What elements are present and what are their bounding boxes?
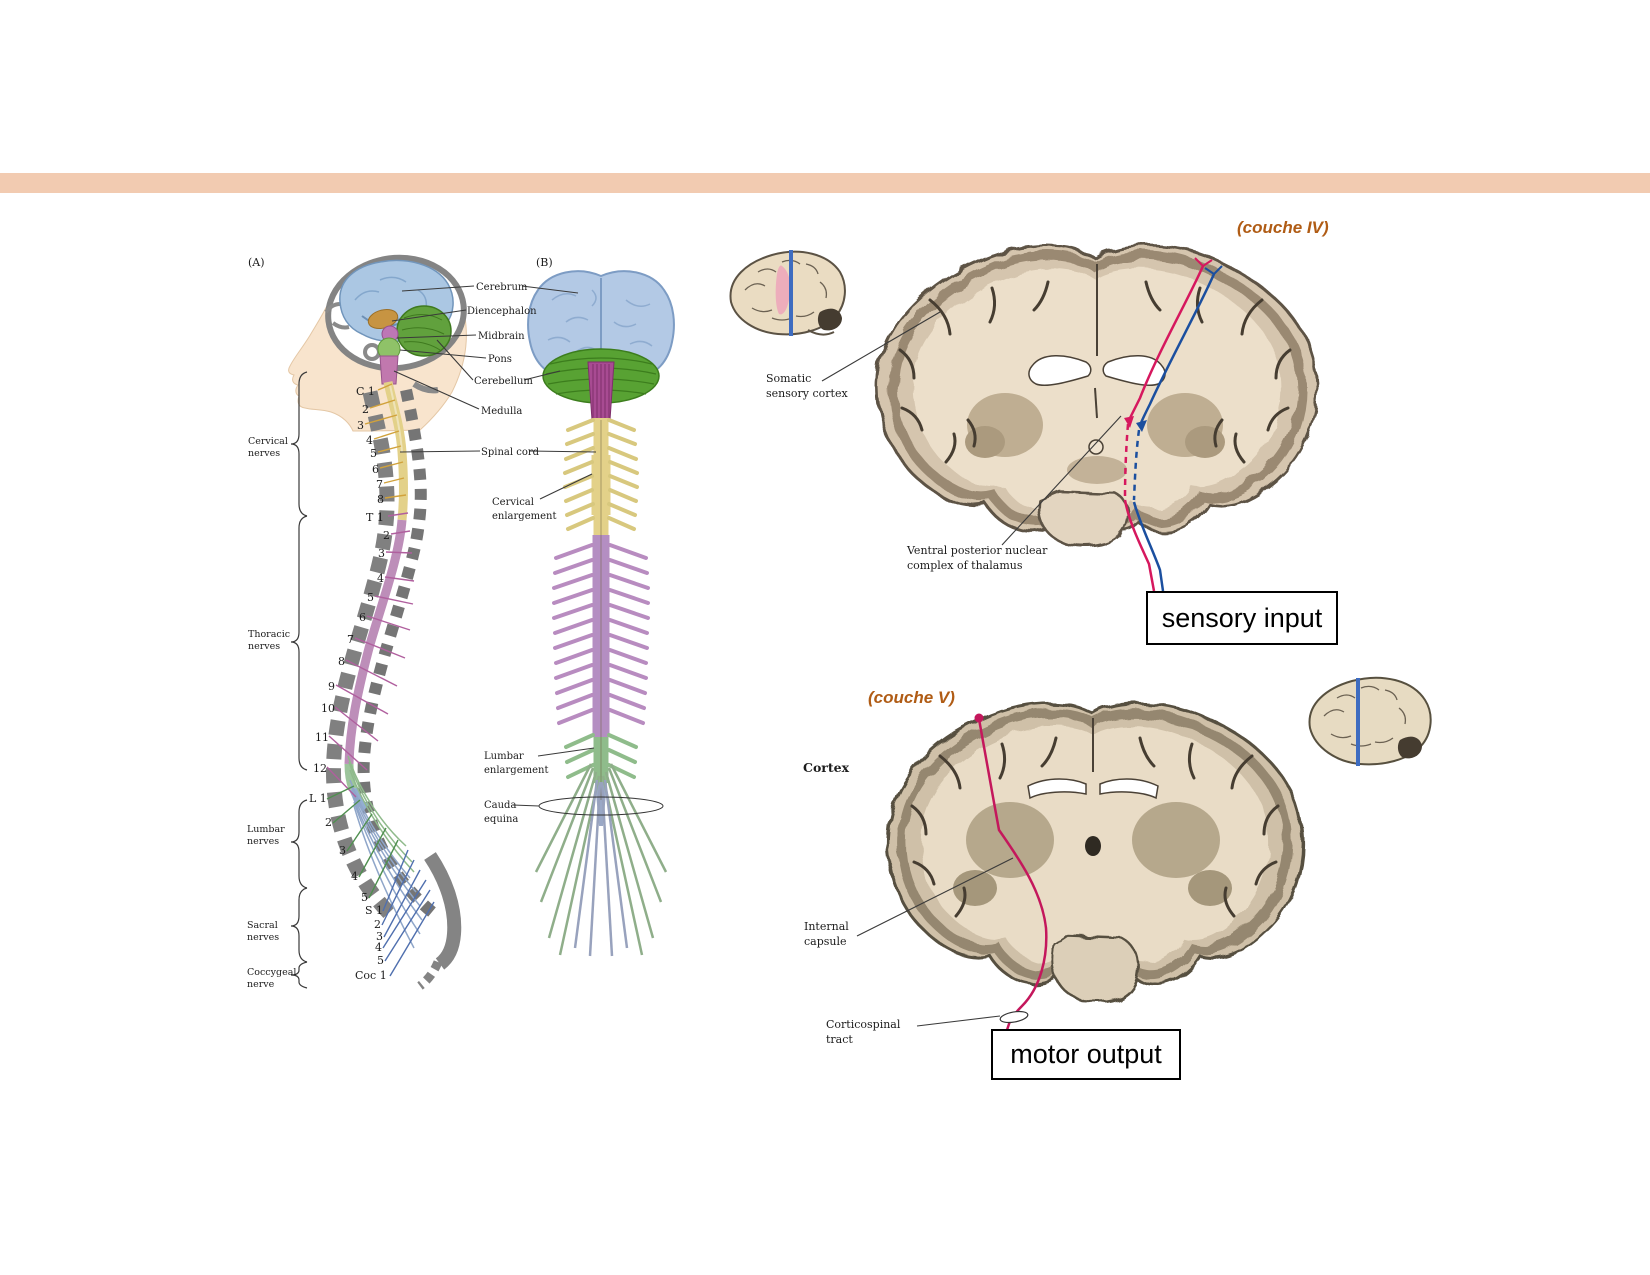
sensory-input-label: sensory input bbox=[1161, 602, 1323, 633]
cauda-fan-a bbox=[349, 779, 423, 949]
nerve-number-label: 11 bbox=[315, 731, 329, 744]
anatomy-label: Midbrain bbox=[478, 331, 525, 342]
anatomy-label: Lumbar enlargement bbox=[484, 751, 549, 776]
brain-inset-sensory bbox=[729, 250, 846, 336]
nerve-number-label: 2 bbox=[383, 529, 390, 542]
nerve-group-label: Sacral nerves bbox=[247, 920, 280, 944]
nerve-number-label: 9 bbox=[328, 680, 335, 693]
sensory-fiber-red bbox=[1123, 257, 1213, 592]
nerve-number-label: 7 bbox=[376, 478, 383, 491]
nerve-group-label: Lumbar nerves bbox=[247, 824, 285, 848]
layer-v-label: (couche V) bbox=[868, 688, 955, 707]
sensory-coronal-section bbox=[876, 244, 1319, 592]
nerve-number-label: Coc 1 bbox=[355, 969, 387, 982]
nerve-number-label: T 1 bbox=[366, 511, 384, 524]
nerve-group-label: Coccygeal nerve bbox=[247, 967, 297, 991]
cortex-label: Cortex bbox=[803, 760, 850, 775]
corticospinal-fiber bbox=[974, 713, 1048, 1031]
internal-capsule-label: Internal capsule bbox=[804, 920, 849, 948]
lumbar-nerve-lines bbox=[326, 785, 399, 899]
tract-ellipse bbox=[999, 1010, 1029, 1024]
panel-b-label: (B) bbox=[536, 256, 553, 269]
nerve-group-brackets bbox=[290, 371, 308, 989]
anatomy-label: Spinal cord bbox=[481, 447, 540, 458]
nerve-number-label: 2 bbox=[374, 918, 381, 931]
thoracic-nerve-lines bbox=[326, 512, 415, 798]
anatomy-label: Cerebrum bbox=[476, 282, 528, 293]
nerve-number-label: 8 bbox=[377, 493, 384, 506]
sacral-nerve-lines bbox=[381, 849, 435, 977]
nerve-number-label: 5 bbox=[370, 447, 377, 460]
figure-b-illustration bbox=[527, 270, 675, 957]
nerve-number-label: 3 bbox=[357, 419, 364, 432]
nerve-number-label: 5 bbox=[361, 891, 368, 904]
nerve-number-label: C 1 bbox=[356, 385, 375, 398]
nerve-number-label: 7 bbox=[347, 633, 354, 646]
nerve-group-label: Thoracic nerves bbox=[248, 629, 291, 653]
anatomy-label: Cauda equina bbox=[484, 800, 519, 825]
nerve-number-label: 4 bbox=[351, 870, 358, 883]
nerve-number-label: 3 bbox=[378, 547, 385, 560]
nerve-number-label: 5 bbox=[377, 954, 384, 967]
nerve-number-label: 6 bbox=[359, 611, 366, 624]
brain-inset-motor bbox=[1308, 676, 1432, 766]
label-leader-lines bbox=[391, 285, 597, 807]
anatomy-label: Cerebellum bbox=[474, 376, 533, 387]
nerve-number-label: 4 bbox=[375, 941, 382, 954]
nerve-number-label: 2 bbox=[325, 816, 332, 829]
nerve-number-label: 4 bbox=[366, 434, 373, 447]
nerve-number-label: S 1 bbox=[365, 904, 384, 917]
header-band bbox=[0, 173, 1650, 193]
nerve-number-label: 5 bbox=[367, 591, 374, 604]
sensory-input-box: sensory input bbox=[1146, 591, 1338, 645]
panel-a-label: (A) bbox=[248, 256, 265, 269]
anatomy-label: Diencephalon bbox=[467, 306, 537, 317]
nerve-group-label: Cervical nerves bbox=[248, 436, 288, 460]
nerve-number-label: 3 bbox=[376, 930, 383, 943]
nerve-number-label: 8 bbox=[338, 655, 345, 668]
nerve-number-label: 12 bbox=[313, 762, 327, 775]
nerve-number-label: 10 bbox=[321, 702, 335, 715]
anatomy-label: Pons bbox=[488, 354, 512, 365]
anatomy-label: Cervical enlargement bbox=[492, 497, 557, 522]
sensory-fiber-blue bbox=[1132, 265, 1223, 592]
motor-coronal-section bbox=[886, 701, 1304, 1031]
thalamus-complex-label: Ventral posterior nuclear complex of tha… bbox=[907, 544, 1048, 572]
motor-output-label: motor output bbox=[1010, 1039, 1162, 1069]
motor-output-box: motor output bbox=[991, 1029, 1181, 1080]
nerve-number-label: L 1 bbox=[309, 792, 327, 805]
cervical-nerve-lines bbox=[364, 383, 407, 499]
anatomy-label: Medulla bbox=[481, 406, 523, 417]
nerve-number-label: 4 bbox=[377, 572, 384, 585]
corticospinal-tract-label: Corticospinal tract bbox=[826, 1018, 901, 1046]
nerve-number-label: 3 bbox=[339, 844, 346, 857]
nerve-number-label: 6 bbox=[372, 463, 379, 476]
somatic-sensory-cortex-label: Somatic sensory cortex bbox=[766, 372, 848, 400]
nerve-number-label: 2 bbox=[362, 403, 369, 416]
figure-a-illustration bbox=[288, 254, 467, 990]
layer-iv-label: (couche IV) bbox=[1237, 218, 1329, 237]
